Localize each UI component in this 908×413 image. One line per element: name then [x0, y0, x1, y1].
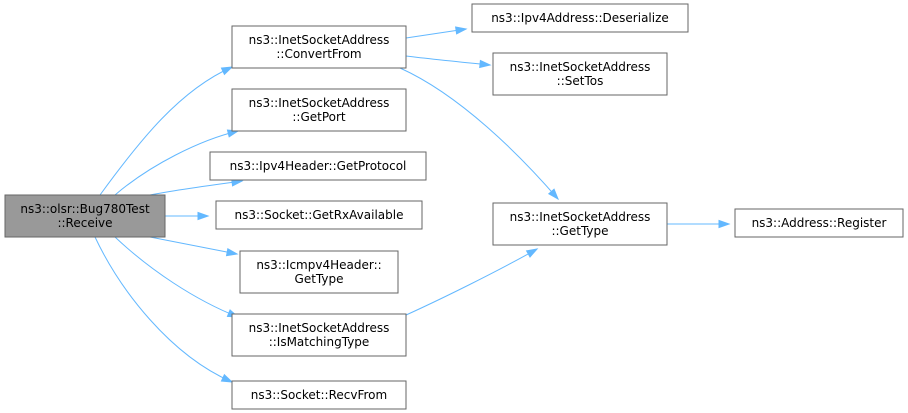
- edges-layer: [94, 26, 731, 383]
- node-getprotocol[interactable]: ns3::Ipv4Header::GetProtocol: [209, 151, 427, 181]
- node-label: ns3::Icmpv4Header::: [256, 258, 381, 272]
- edge-line: [394, 248, 538, 321]
- node-label: ::ConvertFrom: [276, 47, 361, 61]
- edge-arrowhead: [225, 247, 239, 257]
- node-label: ns3::InetSocketAddress: [510, 60, 651, 74]
- node-label: ns3::InetSocketAddress: [249, 33, 390, 47]
- node-label: ::IsMatchingType: [269, 335, 370, 349]
- node-root[interactable]: ns3::olsr::Bug780Test::Receive: [4, 194, 166, 238]
- node-box: [471, 3, 689, 33]
- node-box: [215, 200, 423, 230]
- edge-line: [149, 236, 238, 255]
- edge-convertfrom-to-settos: [405, 55, 492, 69]
- edge-root-to-recvfrom: [94, 236, 234, 383]
- node-label: ns3::InetSocketAddress: [249, 321, 390, 335]
- node-box: [231, 88, 407, 132]
- node-box: [231, 313, 407, 357]
- node-label: ::Receive: [57, 216, 112, 230]
- nodes-layer: ns3::olsr::Bug780Test::Receivens3::InetS…: [4, 3, 904, 410]
- node-box: [209, 151, 427, 181]
- edge-line: [114, 236, 239, 318]
- node-convertfrom[interactable]: ns3::InetSocketAddress::ConvertFrom: [231, 25, 407, 69]
- edge-line: [399, 67, 559, 200]
- edge-ismatchingtype-to-gettype: [394, 248, 539, 321]
- edge-line: [94, 236, 233, 383]
- edge-line: [114, 130, 239, 196]
- edge-arrowhead: [718, 219, 731, 229]
- node-box: [734, 208, 904, 238]
- edge-convertfrom-to-deserialize: [405, 26, 468, 39]
- edge-arrowhead: [197, 211, 210, 221]
- node-label: ::GetType: [551, 224, 608, 238]
- node-box: [231, 380, 407, 410]
- node-box: [239, 250, 399, 294]
- edge-gettype-to-register: [667, 219, 731, 229]
- node-label: ::GetPort: [292, 110, 346, 124]
- node-label: ns3::InetSocketAddress: [510, 210, 651, 224]
- node-getport[interactable]: ns3::InetSocketAddress::GetPort: [231, 88, 407, 132]
- node-label: ns3::Socket::RecvFrom: [251, 388, 387, 402]
- node-label: ::SetTos: [557, 74, 604, 88]
- node-box: [492, 52, 668, 96]
- edge-arrowhead: [220, 373, 234, 383]
- edge-arrowhead: [547, 188, 559, 201]
- node-label: ns3::InetSocketAddress: [249, 96, 390, 110]
- edge-line: [149, 180, 243, 196]
- node-label: ns3::Address::Register: [752, 216, 887, 230]
- edge-arrowhead: [455, 26, 468, 35]
- edge-convertfrom-to-gettype: [399, 67, 559, 201]
- edge-line: [99, 66, 233, 196]
- node-gettype[interactable]: ns3::InetSocketAddress::GetType: [492, 202, 668, 246]
- node-icmpgettype[interactable]: ns3::Icmpv4Header::GetType: [239, 250, 399, 294]
- edge-line: [405, 55, 491, 66]
- node-box: [492, 202, 668, 246]
- node-box: [231, 25, 407, 69]
- edge-root-to-convertfrom: [99, 66, 234, 196]
- node-ismatchingtype[interactable]: ns3::InetSocketAddress::IsMatchingType: [231, 313, 407, 357]
- node-deserialize[interactable]: ns3::Ipv4Address::Deserialize: [471, 3, 689, 33]
- node-settos[interactable]: ns3::InetSocketAddress::SetTos: [492, 52, 668, 96]
- node-recvfrom[interactable]: ns3::Socket::RecvFrom: [231, 380, 407, 410]
- edge-arrowhead: [220, 66, 234, 76]
- node-getrxavailable[interactable]: ns3::Socket::GetRxAvailable: [215, 200, 423, 230]
- edge-root-to-icmpgettype: [149, 236, 239, 257]
- edge-root-to-getrxavailable: [164, 211, 210, 221]
- edge-arrowhead: [525, 248, 539, 258]
- edge-root-to-getprotocol: [149, 178, 244, 196]
- edge-root-to-ismatchingtype: [114, 236, 240, 318]
- node-label: ns3::olsr::Bug780Test: [20, 202, 150, 216]
- node-label: ns3::Ipv4Address::Deserialize: [491, 11, 669, 25]
- node-label: ns3::Ipv4Header::GetProtocol: [230, 159, 407, 173]
- node-box: [4, 194, 166, 238]
- node-register[interactable]: ns3::Address::Register: [734, 208, 904, 238]
- node-label: ns3::Socket::GetRxAvailable: [235, 208, 404, 222]
- node-label: GetType: [295, 272, 344, 286]
- edge-arrowhead: [479, 59, 492, 69]
